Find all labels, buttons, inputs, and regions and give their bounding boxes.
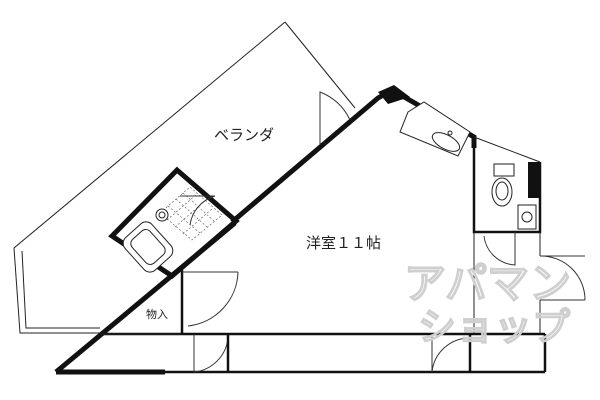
western-room-label: 洋室１１帖 [306, 234, 381, 252]
kitchen-sink [399, 101, 471, 157]
balcony-outline [13, 21, 356, 334]
storage-label: 物入 [146, 307, 168, 321]
doors [180, 91, 586, 373]
storage-closet [100, 270, 239, 335]
balcony-label: ベランダ [214, 126, 274, 144]
toilet [491, 163, 537, 230]
wc-walls [472, 136, 542, 334]
bathroom-unit [108, 166, 240, 280]
watermark-line-1: アパマン [404, 259, 571, 308]
watermark-line-2: ショップ [418, 305, 570, 349]
structural-columns [378, 85, 540, 198]
